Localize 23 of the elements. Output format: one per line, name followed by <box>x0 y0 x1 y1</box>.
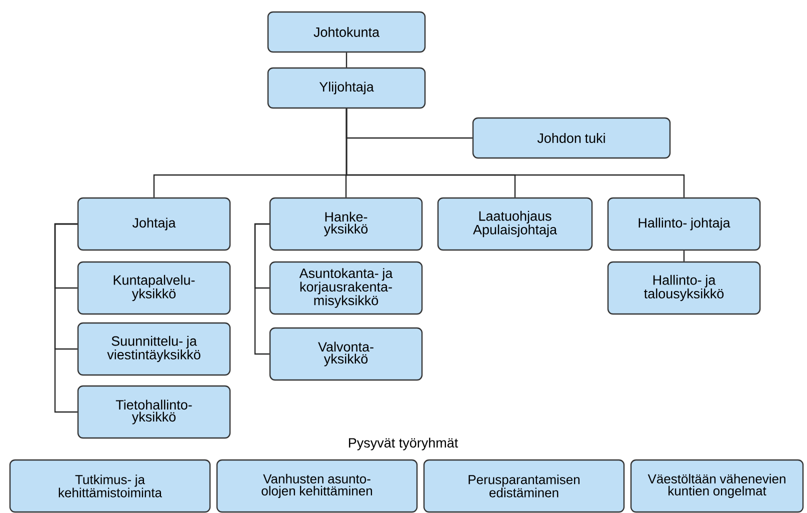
connector <box>54 223 78 413</box>
org-box: Hanke- yksikkö <box>269 197 423 251</box>
org-box: Hallinto- ja talousyksikkö <box>607 261 761 315</box>
working-group-box: Vanhusten asunto- olojen kehittäminen <box>216 459 418 513</box>
org-box: Hallinto- johtaja <box>607 197 761 251</box>
connector <box>254 223 270 355</box>
connector <box>346 108 685 198</box>
working-group-box: Tutkimus- ja kehittämistoiminta <box>9 459 211 513</box>
org-box: Ylijohtaja <box>267 67 426 109</box>
group-heading: Pysyvät työryhmät <box>348 438 458 450</box>
org-box: Tietohallinto- yksikkö <box>77 385 231 439</box>
org-box: Laatuohjaus Apulaisjohtaja <box>437 197 593 251</box>
connector <box>346 52 348 68</box>
working-group-box: Perusparantamisen edistäminen <box>423 459 625 513</box>
org-box: Kuntapalvelu- yksikkö <box>77 261 231 315</box>
org-box: Johtokunta <box>267 11 426 53</box>
org-box: Johtaja <box>77 197 231 251</box>
org-box: Valvonta- yksikkö <box>269 327 423 381</box>
working-group-box: Väestöltään vähenevien kuntien ongelmat <box>630 459 804 513</box>
org-box: Asuntokanta- ja korjausrakenta- misyksikkö <box>269 261 423 315</box>
connector <box>683 250 685 262</box>
org-box: Suunnittelu- ja viestintäyksikkö <box>77 322 231 376</box>
org-box: Johdon tuki <box>472 117 671 159</box>
